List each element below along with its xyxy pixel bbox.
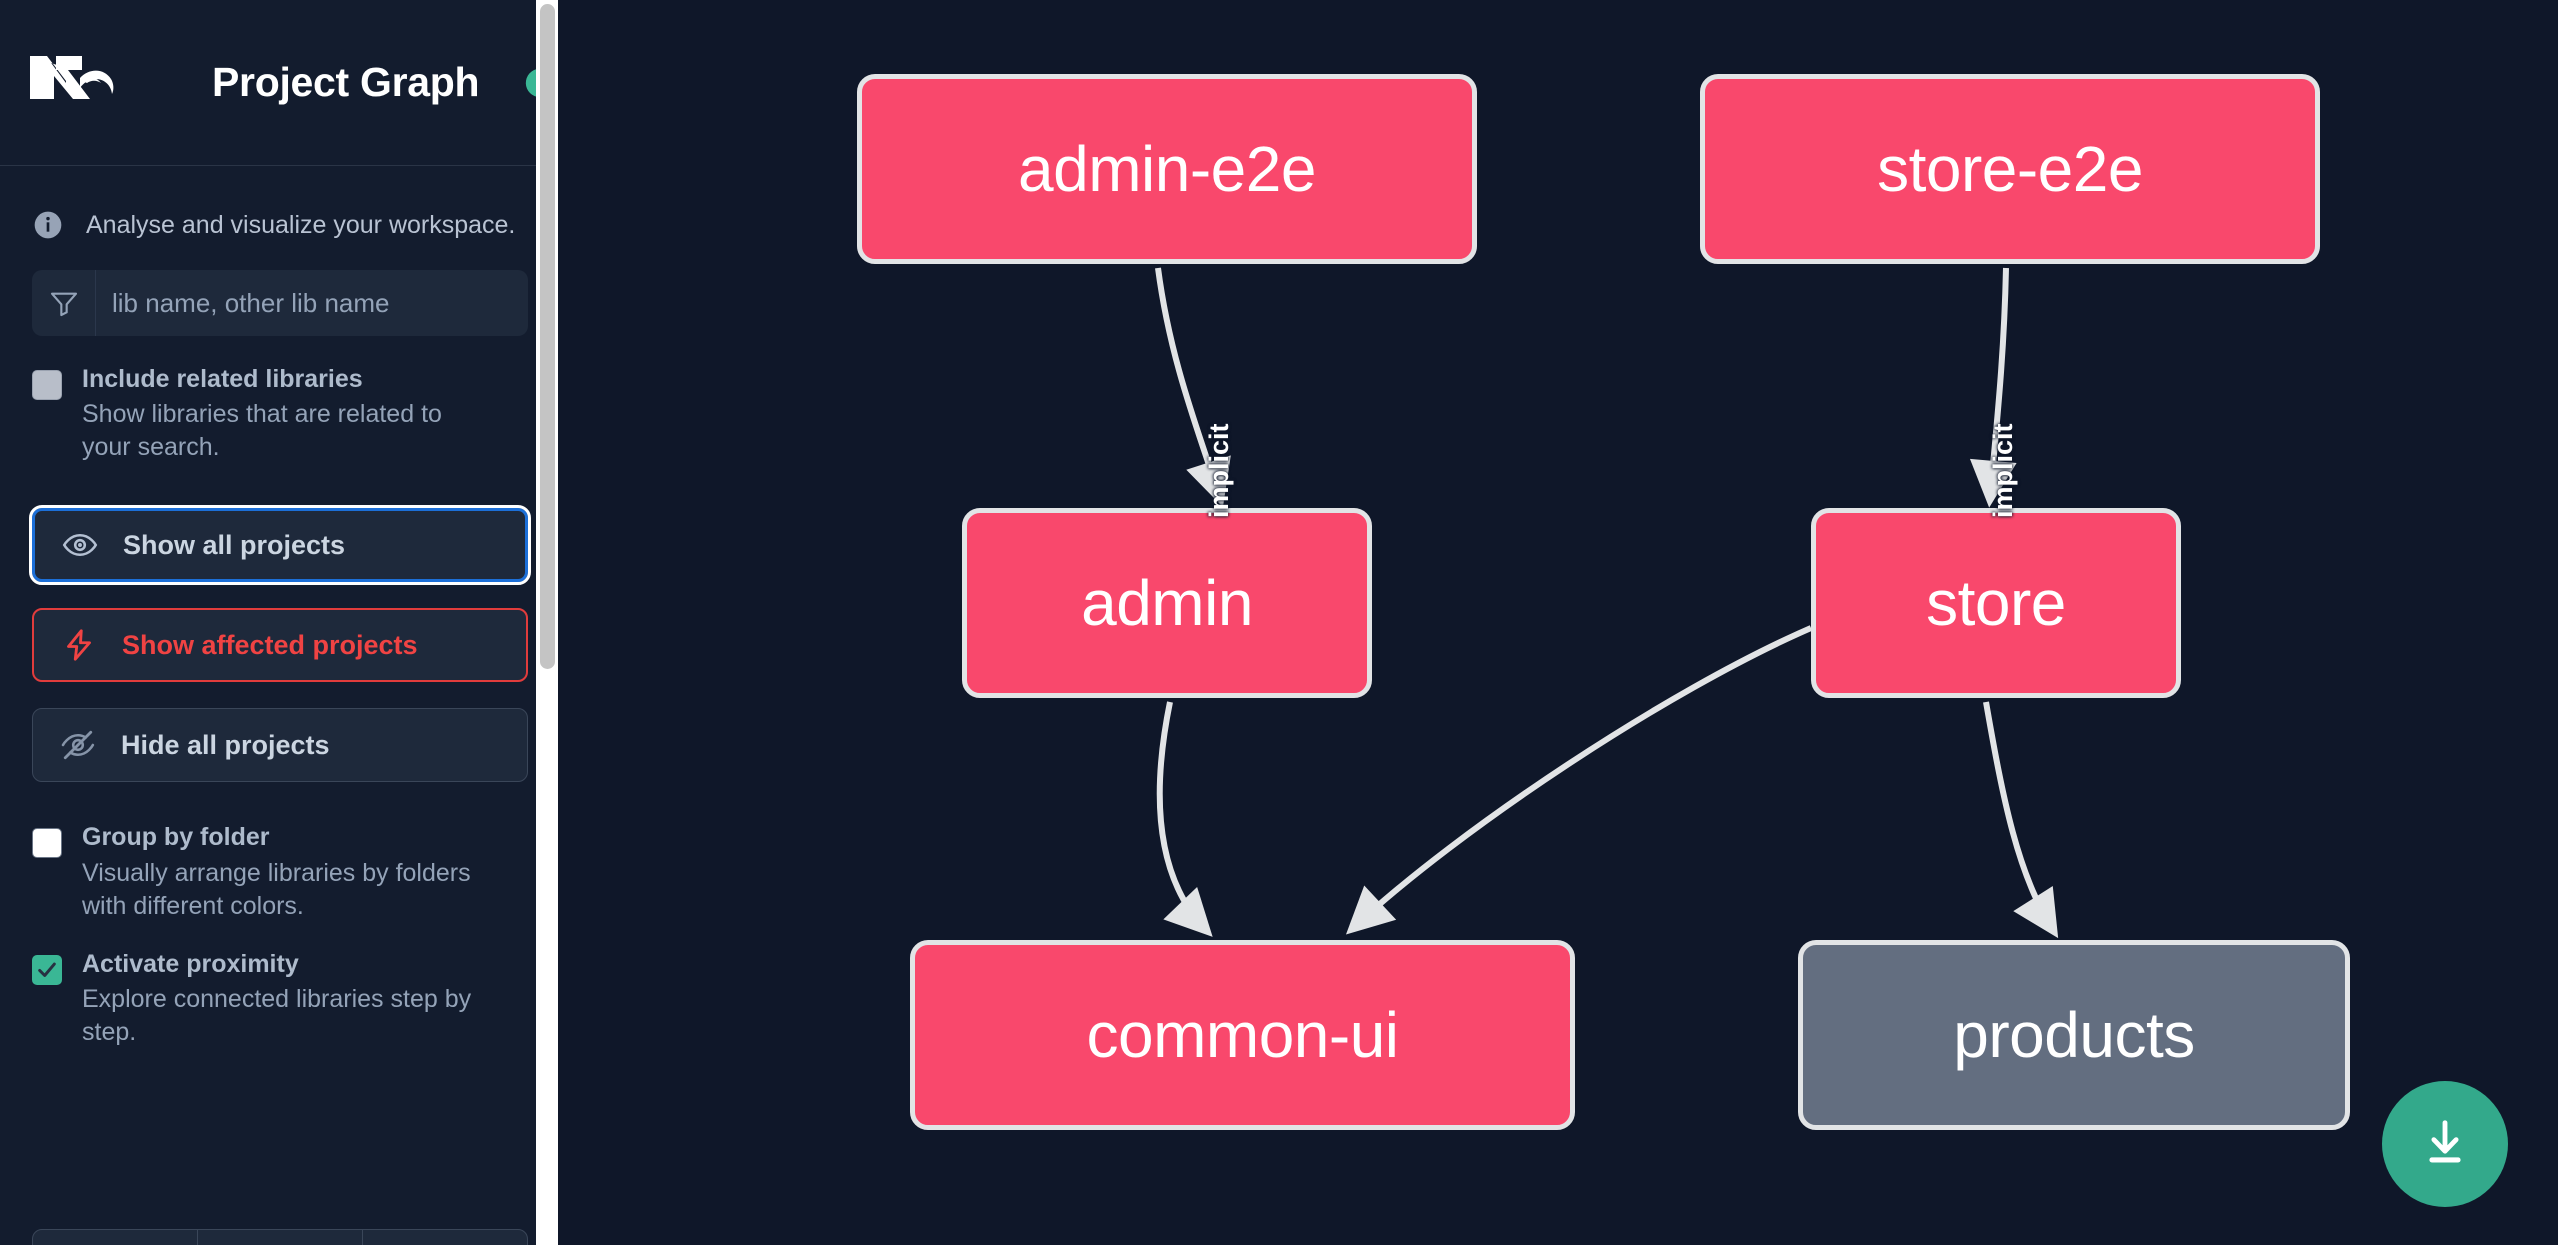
edge-label-implicit-store: implicit [1988,423,2018,518]
graph-node-admin-e2e[interactable]: admin-e2e [857,74,1477,264]
funnel-glyph [50,292,77,317]
eye-off-icon [59,727,97,763]
graph-node-products[interactable]: products [1798,940,2350,1130]
download-button[interactable] [2382,1081,2508,1207]
hide-all-projects-button[interactable]: Hide all projects [32,708,528,783]
activate-proximity-description: Explore connected libraries step by step… [82,984,472,1046]
funnel-icon [32,270,96,336]
edge-admin-common-ui [1156,701,1213,937]
graph-node-label: common-ui [1086,999,1399,1071]
activate-proximity-checkbox[interactable] [32,954,62,985]
hide-all-projects-label: Hide all projects [121,729,330,760]
proximity-segment-1[interactable] [33,1230,198,1245]
graph-node-label: admin-e2e [1018,133,1316,205]
workspace-tagline: Analyse and visualize your workspace. [0,166,558,252]
nx-logo [30,55,114,99]
search-input[interactable] [96,270,528,336]
info-icon [34,211,62,239]
graph-node-common-ui[interactable]: common-ui [910,940,1575,1130]
project-action-buttons: Show all projects Show affected projects [0,505,558,783]
show-affected-projects-label: Show affected projects [122,629,418,660]
graph-node-label: store [1926,567,2066,639]
activate-proximity-row: Activate proximity Explore connected lib… [0,949,558,1049]
show-all-projects-label: Show all projects [123,529,346,560]
graph-node-label: products [1953,999,2195,1071]
group-by-folder-row: Group by folder Visually arrange librari… [0,822,558,922]
check-icon [38,962,56,977]
tagline-text: Analyse and visualize your workspace. [86,210,516,239]
download-icon [2429,1120,2461,1163]
group-by-folder-description: Visually arrange libraries by folders wi… [82,858,471,920]
show-affected-projects-button[interactable]: Show affected projects [32,608,528,683]
lightning-icon [60,627,98,663]
sidebar: Project Graph Analyse and visualize your… [0,0,558,1245]
edge-store-common-ui [1345,625,1813,935]
filter-row [32,270,528,336]
include-related-libraries-checkbox[interactable] [32,370,62,400]
edge-label-implicit-admin: implicit [1204,423,1234,518]
sidebar-header: Project Graph [0,0,558,166]
graph-node-label: store-e2e [1877,133,2143,205]
edge-store-e2e-store [1969,267,2017,508]
graph-node-store-e2e[interactable]: store-e2e [1700,74,2320,264]
edge-store-products [1983,701,2059,939]
show-all-projects-button[interactable]: Show all projects [29,505,531,586]
include-related-libraries-description: Show libraries that are related to your … [82,400,442,462]
include-related-libraries-label: Include related libraries [82,365,363,393]
page-title: Project Graph [212,59,480,105]
graph-node-store[interactable]: store [1811,508,2181,698]
group-by-folder-label: Group by folder [82,823,270,852]
graph-node-admin[interactable]: admin [962,508,1372,698]
include-related-libraries-row: Include related libraries Show libraries… [0,364,558,464]
edge-admin-e2e-admin [1155,267,1231,508]
graph-edges [1155,267,2059,939]
sidebar-scrollbar-thumb[interactable] [540,4,555,669]
graph-canvas[interactable]: implicit implicit admin-e2e store-e2e ad… [558,0,2558,1245]
group-by-folder-checkbox[interactable] [32,828,62,859]
proximity-segment-3[interactable] [363,1230,527,1245]
graph-node-label: admin [1081,567,1253,639]
proximity-segment-2[interactable] [198,1230,363,1245]
proximity-segmented-control[interactable] [32,1229,528,1245]
activate-proximity-label: Activate proximity [82,949,299,978]
eye-icon [61,527,99,563]
